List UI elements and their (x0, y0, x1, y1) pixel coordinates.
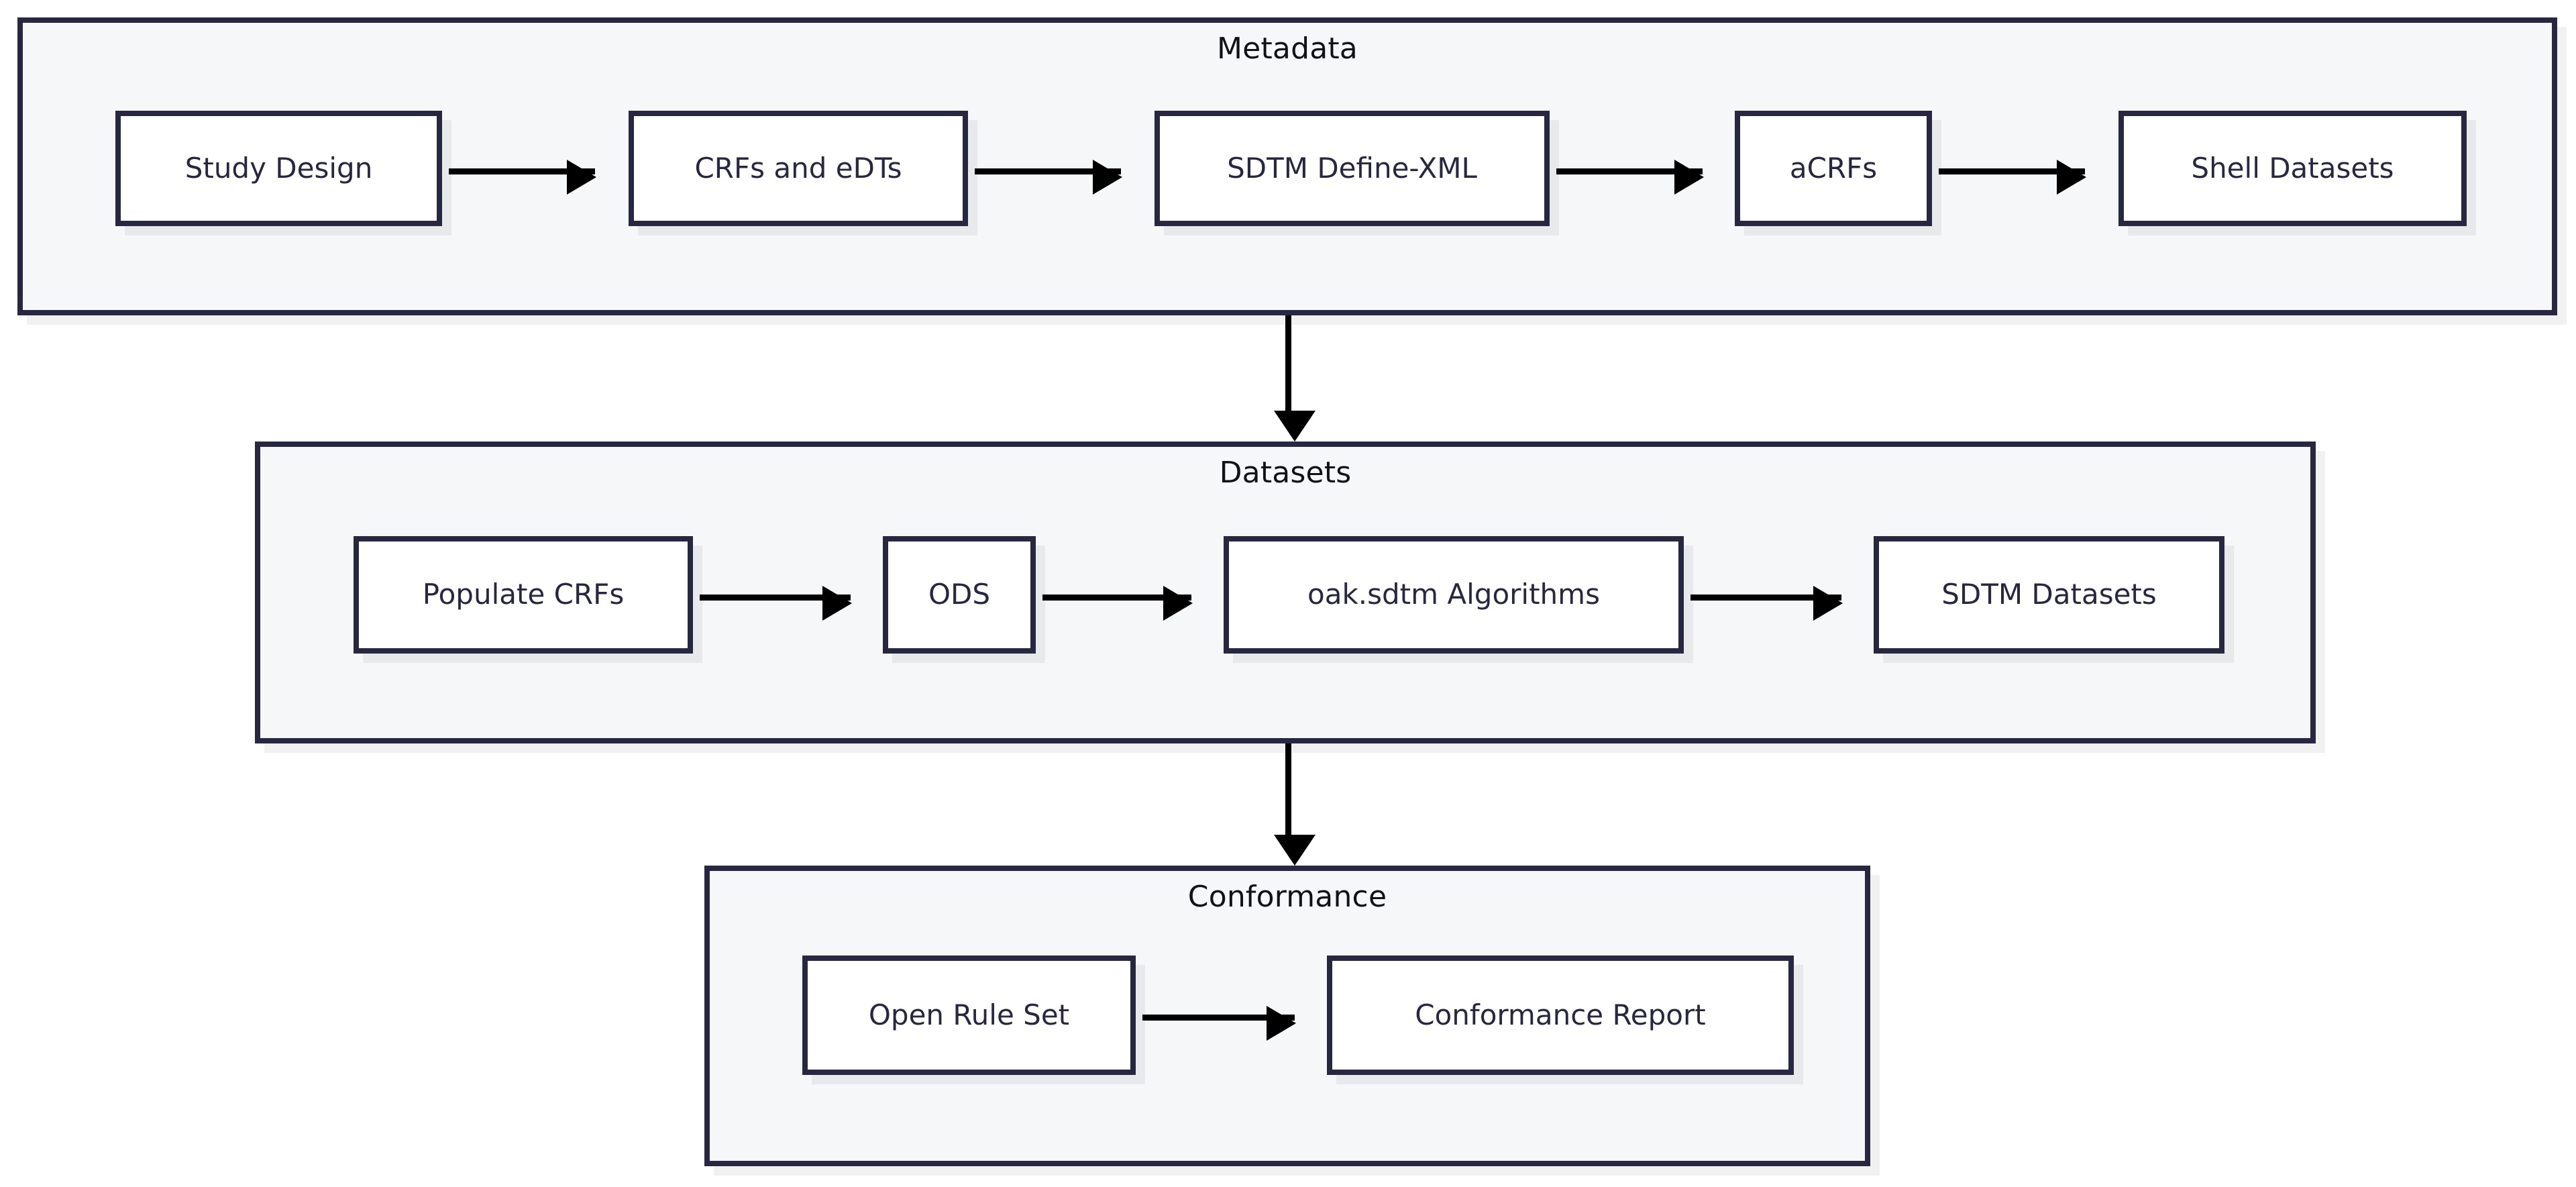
node-open-rule-set[interactable]: Open Rule Set (802, 956, 1136, 1075)
node-label-open-rule-set: Open Rule Set (868, 998, 1070, 1031)
subgraph-title-datasets: Datasets (1219, 456, 1352, 490)
arrow-open-rule-set-to-conformance-report (1142, 1006, 1296, 1041)
arrow-oak-sdtm-algorithms-to-sdtm-datasets (1690, 586, 1843, 621)
node-label-crfs-and-edts: CRFs and eDTs (694, 151, 902, 185)
node-populate-crfs[interactable]: Populate CRFs (354, 536, 693, 654)
node-label-study-design: Study Design (184, 151, 373, 185)
node-label-conformance-report: Conformance Report (1415, 998, 1706, 1031)
node-study-design[interactable]: Study Design (115, 111, 442, 226)
subgraph-title-metadata: Metadata (1217, 32, 1358, 66)
node-label-populate-crfs: Populate CRFs (422, 578, 625, 611)
node-conformance-report[interactable]: Conformance Report (1327, 956, 1794, 1075)
arrow-crfs-edts-to-sdtm-define-xml (975, 160, 1122, 195)
arrow-sdtm-define-xml-to-acrfs (1556, 160, 1704, 195)
subgraph-title-conformance: Conformance (1187, 880, 1387, 914)
arrow-populate-crfs-to-ods (700, 586, 852, 621)
node-oak-sdtm-algorithms[interactable]: oak.sdtm Algorithms (1224, 536, 1684, 654)
arrow-acrfs-to-shell-datasets (1939, 160, 2086, 195)
node-ods[interactable]: ODS (883, 536, 1036, 654)
arrow-study-design-to-crfs-edts (449, 160, 596, 195)
node-label-sdtm-datasets: SDTM Datasets (1941, 578, 2157, 611)
node-acrfs[interactable]: aCRFs (1735, 111, 1932, 226)
node-label-acrfs: aCRFs (1789, 151, 1878, 185)
node-sdtm-datasets[interactable]: SDTM Datasets (1874, 536, 2224, 654)
node-label-sdtm-define-xml: SDTM Define-XML (1227, 151, 1477, 185)
arrow-datasets-to-conformance (1274, 743, 1316, 866)
node-crfs-and-edts[interactable]: CRFs and eDTs (629, 111, 968, 226)
node-sdtm-define-xml[interactable]: SDTM Define-XML (1155, 111, 1550, 226)
arrow-metadata-to-datasets (1274, 315, 1316, 442)
node-label-shell-datasets: Shell Datasets (2191, 151, 2394, 185)
node-label-ods: ODS (928, 578, 991, 611)
arrow-ods-to-oak-sdtm-algorithms (1042, 586, 1193, 621)
node-shell-datasets[interactable]: Shell Datasets (2118, 111, 2467, 226)
node-label-oak-sdtm-algorithms: oak.sdtm Algorithms (1307, 578, 1600, 611)
